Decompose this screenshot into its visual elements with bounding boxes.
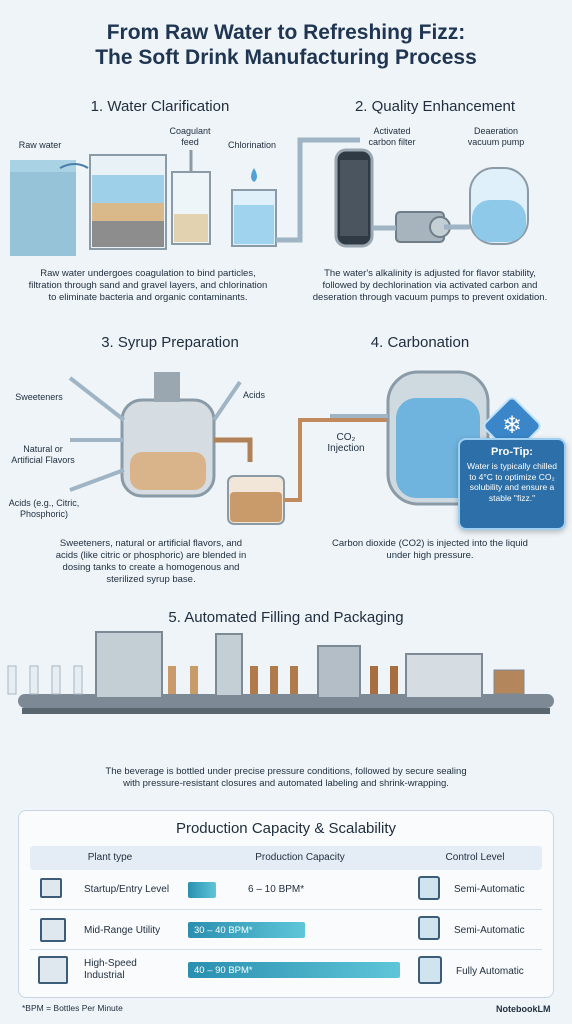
factory-large-icon — [38, 956, 68, 984]
section-5-title: 5. Automated Filling and Packaging — [168, 609, 404, 626]
process-illustration — [7, 137, 554, 714]
section-4-description: Carbon dioxide (CO2) is injected into th… — [332, 538, 528, 561]
section-2-title: 2. Quality Enhancement — [354, 98, 516, 115]
page-title: From Raw Water to Refreshing Fizz: The S… — [0, 20, 572, 70]
row-capacity: 40 – 90 BPM* — [194, 965, 253, 976]
bottles — [7, 665, 525, 695]
capacity-bar — [188, 882, 216, 898]
vacuum-pump — [395, 211, 451, 243]
raw-water-pool — [10, 160, 76, 256]
flow-arrow — [59, 163, 89, 169]
row-capacity: 30 – 40 BPM* — [194, 925, 253, 936]
row-capacity: 6 – 10 BPM* — [248, 884, 305, 895]
section-1-description: Raw water undergoes coagulation to bind … — [28, 268, 268, 303]
section-3-description: Sweeteners, natural or artificial flavor… — [55, 538, 247, 585]
pipe — [276, 137, 360, 243]
capacity-bar — [188, 922, 305, 938]
label-deaeration-pump: Deaeration vacuum pump — [467, 126, 525, 147]
row-plant: Mid-Range Utility — [84, 925, 161, 936]
coagulant-tank — [171, 150, 211, 245]
deaeration-tank — [469, 167, 529, 245]
label-flavors: Natural or Artificial Flavors — [11, 444, 75, 465]
title-line-1: From Raw Water to Refreshing Fizz: — [106, 21, 466, 44]
header-production-capacity: Production Capacity — [255, 852, 345, 863]
section-2-description: The water's alkalinity is adjusted for f… — [312, 268, 548, 303]
clarification-tank — [89, 154, 167, 250]
filling-machine — [95, 631, 483, 699]
label-raw-water: Raw water — [18, 140, 62, 150]
section-1-title: 1. Water Clarification — [90, 98, 230, 115]
snowflake-icon: ❄ — [501, 412, 523, 439]
label-sweeteners: Sweeteners — [15, 392, 63, 402]
row-control: Semi-Automatic — [454, 925, 525, 936]
robot-arm-icon — [418, 956, 442, 984]
table-row — [30, 870, 542, 910]
label-carbon-filter: Activated carbon filter — [368, 126, 416, 147]
table-row — [30, 910, 542, 950]
capacity-table-title: Production Capacity & Scalability — [175, 820, 397, 837]
section-4-title: 4. Carbonation — [370, 334, 470, 351]
section-3-title: 3. Syrup Preparation — [101, 334, 239, 351]
section-5-description: The beverage is bottled under precise pr… — [105, 766, 467, 789]
pro-tip-box: Pro-Tip: Water is typically chilled to 4… — [458, 438, 566, 530]
header-plant-type: Plant type — [87, 852, 133, 863]
syrup-beaker — [227, 475, 285, 525]
factory-medium-icon — [40, 918, 66, 942]
syrup-mixing-tank — [120, 372, 216, 498]
pro-tip-body: Water is typically chilled to 4°C to opt… — [467, 461, 557, 503]
header-control-level: Control Level — [445, 852, 505, 863]
operator-icon — [418, 916, 440, 940]
carbon-filter — [334, 148, 374, 248]
title-line-2: The Soft Drink Manufacturing Process — [95, 46, 477, 69]
label-chlorination: Chlorination — [227, 140, 277, 150]
label-co2-injection: CO₂ Injection — [327, 432, 365, 454]
row-plant: Startup/Entry Level — [84, 884, 170, 895]
row-control: Semi-Automatic — [454, 884, 525, 895]
label-acids-list: Acids (e.g., Citric, Phosphoric) — [8, 498, 80, 519]
label-acids: Acids — [242, 390, 265, 400]
footnote: *BPM = Bottles Per Minute — [22, 1003, 123, 1013]
chlorination-tank — [231, 168, 277, 247]
operator-icon — [418, 876, 440, 900]
row-plant: High-Speed Industrial — [84, 958, 137, 981]
capacity-bar — [188, 962, 400, 978]
row-control: Fully Automatic — [456, 966, 524, 977]
pro-tip-title: Pro-Tip: — [491, 446, 533, 458]
table-header — [30, 846, 542, 870]
brand-logo: NotebookLM — [496, 1004, 551, 1014]
factory-small-icon — [40, 878, 62, 898]
label-coagulant-feed: Coagulant feed — [169, 126, 211, 147]
